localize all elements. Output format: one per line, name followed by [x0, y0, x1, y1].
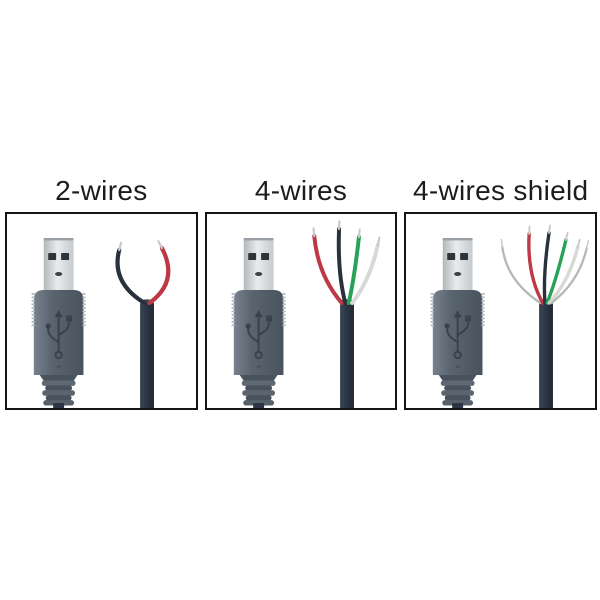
connector-cable: [53, 403, 65, 408]
neck-taper: [439, 375, 477, 381]
wire-tip-black: [548, 224, 552, 234]
wire-black: [543, 231, 552, 305]
usb-trident-icon: [45, 310, 73, 360]
wire-tip-white: [376, 236, 381, 247]
cable-sheath: [140, 300, 154, 408]
panel-4-wires-shield: [404, 212, 598, 410]
wire-red: [527, 232, 545, 305]
contact-window-left: [247, 253, 256, 260]
panel-labels: 2-wires 4-wires 4-wires shield: [0, 174, 600, 208]
panel-1-label: 2-wires: [55, 175, 148, 206]
wire-shield: [501, 245, 543, 305]
contact-window-right: [61, 253, 70, 260]
wire-fan: [311, 220, 381, 305]
metal-shell: [43, 238, 74, 292]
grip-ribs: [430, 293, 486, 327]
metal-shell-rim: [243, 238, 274, 241]
metal-shell-rim: [443, 238, 473, 241]
shell-hole: [55, 272, 63, 276]
shell-hole: [454, 272, 462, 276]
wire-green: [346, 235, 361, 305]
contact-window-right: [460, 253, 469, 260]
wire-fan: [115, 240, 171, 306]
wire-tip-green: [357, 228, 361, 239]
panels: [0, 212, 600, 410]
connector-cable: [452, 403, 464, 408]
wire-tip-shield: [586, 239, 590, 249]
wire-tip-red: [312, 227, 316, 238]
mold-dot: [56, 365, 62, 368]
cable-sheath: [539, 300, 554, 408]
usb-a-male-connector: [231, 238, 286, 408]
wire-tip-green: [565, 231, 569, 241]
usb-trident-icon: [444, 310, 472, 360]
metal-shell: [443, 238, 473, 292]
cable-photo-4-wires-shield: [430, 224, 590, 408]
wire-tip-shield: [500, 238, 504, 248]
usb-trident-icon: [245, 310, 272, 360]
wire-black: [336, 227, 347, 305]
metal-shell-rim: [43, 238, 74, 241]
wire-tip-black: [118, 241, 123, 252]
panel-3-label: 4-wires shield: [412, 175, 589, 206]
wire-white: [547, 245, 580, 305]
wire-tip-white: [577, 238, 581, 248]
wire-green: [545, 238, 568, 305]
wire-fan: [500, 224, 590, 305]
wire-red: [311, 234, 344, 305]
contact-window-left: [447, 253, 456, 260]
wire-tip-red: [157, 240, 164, 250]
wire-white: [349, 243, 380, 305]
wire-black: [115, 247, 147, 306]
neck-taper: [239, 375, 278, 381]
contact-window-left: [48, 253, 57, 260]
panel-2-wires: [5, 212, 198, 410]
strain-relief-threads: [441, 380, 475, 406]
neck-taper: [39, 375, 78, 381]
wire-shield: [550, 246, 589, 305]
wire-red: [147, 245, 171, 306]
usb-a-male-connector: [31, 238, 86, 408]
usb-a-male-connector: [430, 238, 486, 408]
cable-photo-4-wires: [231, 220, 381, 408]
connector-cable: [252, 403, 264, 408]
panel-4-wires: [204, 212, 398, 410]
mold-dot: [455, 365, 461, 368]
strain-relief-threads: [241, 380, 276, 406]
cable-sheath: [339, 300, 354, 408]
panel-2-label: 4-wires: [254, 175, 348, 206]
shell-hole: [254, 272, 262, 276]
grip-ribs: [31, 293, 86, 327]
strain-relief-threads: [41, 380, 76, 406]
metal-shell: [243, 238, 274, 292]
mold-dot: [255, 365, 261, 368]
contact-window-right: [260, 253, 269, 260]
grip-ribs: [231, 293, 286, 327]
cable-photo-2-wires: [31, 238, 171, 408]
